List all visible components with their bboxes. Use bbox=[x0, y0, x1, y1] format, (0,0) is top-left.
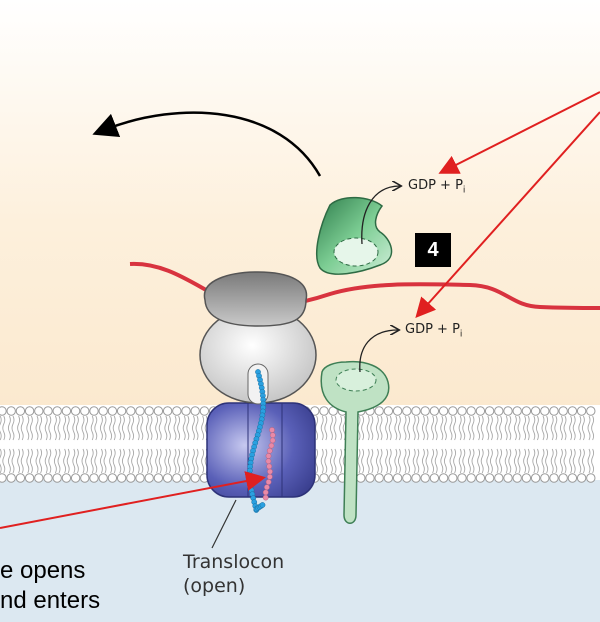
red-arrow-to-bottom-gdp bbox=[415, 111, 600, 318]
caption-line-2: nd enters bbox=[0, 587, 101, 614]
nascent-polypeptide bbox=[246, 369, 276, 513]
gdp-pi-top-main: GDP + P bbox=[408, 178, 463, 193]
translocon-leader-line bbox=[211, 499, 237, 549]
gdp-pi-bottom-sub: i bbox=[459, 329, 463, 340]
gdp-pi-bottom-main: GDP + P bbox=[405, 322, 460, 337]
red-arrow-to-translocon bbox=[0, 471, 266, 529]
caption-fragment: e opens nd enters bbox=[0, 556, 100, 616]
gdp-pi-top-sub: i bbox=[462, 185, 466, 196]
translocon-label-line-2: (open) bbox=[183, 575, 246, 597]
ribosome bbox=[199, 271, 317, 405]
translocon-label: Translocon (open) bbox=[183, 550, 284, 598]
srp-free bbox=[316, 196, 393, 275]
srp-receptor bbox=[320, 360, 390, 524]
gdp-release-arrow-bottom bbox=[359, 330, 398, 373]
step-number-badge: 4 bbox=[415, 233, 451, 267]
translocon-label-line-1: Translocon bbox=[183, 551, 285, 573]
gdp-pi-label-top: GDP + Pi bbox=[408, 178, 465, 196]
gdp-pi-label-bottom: GDP + Pi bbox=[405, 322, 462, 340]
lumen-region bbox=[0, 480, 600, 622]
curved-return-arrow bbox=[92, 111, 322, 177]
gdp-release-arrow-top bbox=[361, 186, 400, 245]
red-arrow-to-top-gdp bbox=[438, 91, 600, 174]
caption-line-1: e opens bbox=[0, 557, 86, 584]
